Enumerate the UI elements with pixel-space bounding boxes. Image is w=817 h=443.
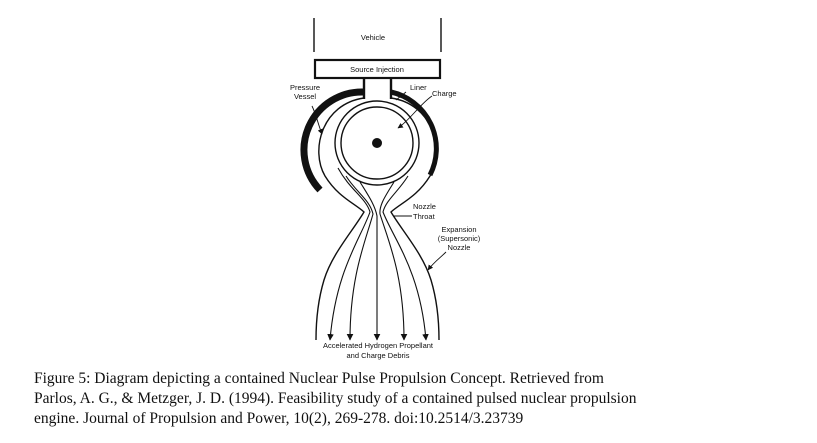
vehicle-label: Vehicle [361, 33, 385, 42]
nuclear-pulse-propulsion-diagram: Vehicle Source Injection Pressure Vessel… [290, 18, 481, 360]
injection-neck [362, 78, 393, 99]
caption-line: Parlos, A. G., & Metzger, J. D. (1994). … [34, 390, 637, 407]
expansion-nozzle-label: Nozzle [448, 243, 471, 252]
pressure-vessel [300, 88, 365, 193]
exhaust-flow-lines [327, 167, 429, 341]
liner-label: Liner [410, 83, 427, 92]
expansion-nozzle-label: Expansion [441, 225, 476, 234]
nozzle-throat-label: Nozzle [413, 202, 436, 211]
figure-caption: Figure 5: Diagram depicting a contained … [34, 369, 804, 429]
charge [372, 138, 382, 148]
source-injection-box [313, 58, 442, 80]
caption-line: engine. Journal of Propulsion and Power,… [34, 410, 524, 427]
liner-chamber [315, 97, 440, 341]
vehicle-outline [313, 18, 442, 52]
exhaust-label: and Charge Debris [347, 351, 410, 360]
caption-line: Figure 5: Diagram depicting a contained … [34, 370, 604, 387]
nozzle-throat-label: Throat [413, 212, 436, 221]
leader-lines [311, 91, 447, 271]
exhaust-label: Accelerated Hydrogen Propellant [323, 341, 434, 350]
charge-label: Charge [432, 89, 457, 98]
source-injection-label: Source Injection [350, 65, 404, 74]
expansion-nozzle-label: (Supersonic) [438, 234, 481, 243]
pressure-vessel-label: Vessel [294, 92, 316, 101]
pressure-vessel-label: Pressure [290, 83, 320, 92]
